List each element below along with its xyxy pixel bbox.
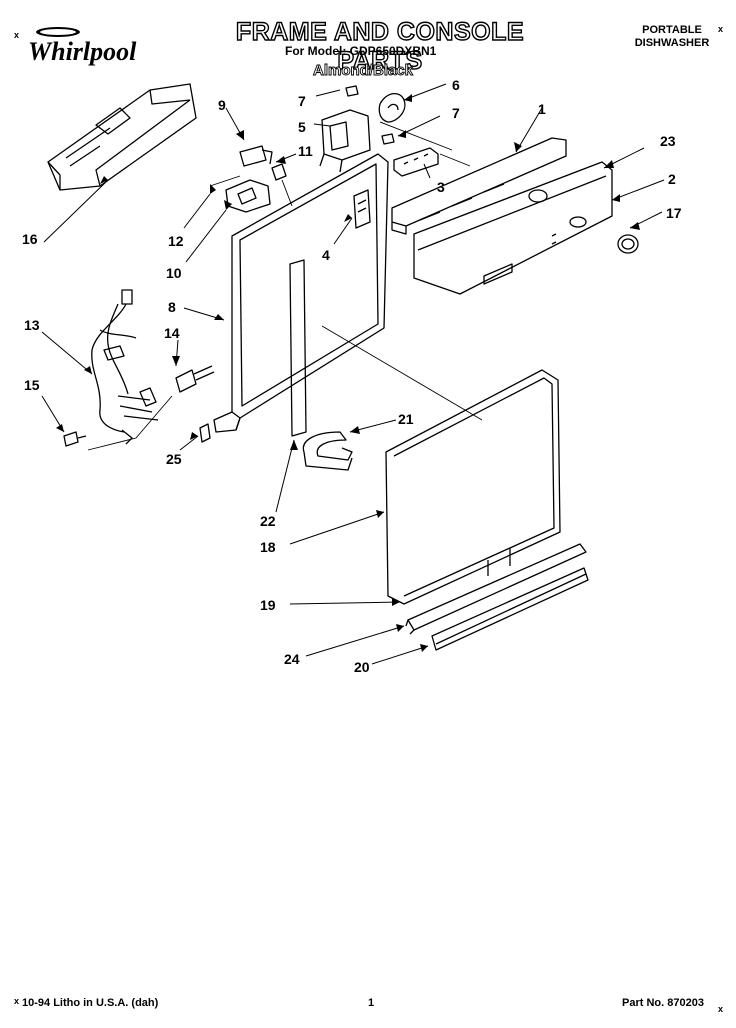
clip-part-25 [199,423,211,443]
leader-arrowheads [56,94,640,652]
callout-18: 18 [260,539,276,555]
door-panel-part [385,369,561,605]
callout-21: 21 [398,411,414,427]
corner-mark-top-right: x [718,24,724,34]
callout-22: 22 [260,513,276,529]
control-bracket-part [393,147,439,177]
corner-mark-bottom-right: x [718,1004,724,1014]
guide-lines [87,121,483,451]
callout-labels: 1 2 3 4 5 6 7 7 8 9 10 11 12 13 14 15 16… [22,77,682,675]
brand-logo-text: Whirlpool [28,37,137,66]
page-number: 1 [368,997,375,1009]
callout-2: 2 [668,171,676,187]
callout-10: 10 [166,265,182,281]
callout-8: 8 [168,299,176,315]
model-line: For Model: GDP650DXBN1 [285,44,437,58]
print-info: 10-94 Litho in U.S.A. (dah) [22,997,159,1009]
callout-16: 16 [22,231,38,247]
door-latch-part [353,189,371,229]
page-title: FRAME AND CONSOLE PARTS [235,17,525,75]
product-type-line2: DISHWASHER [634,37,710,49]
callout-7-upper: 7 [298,93,306,109]
part-number: Part No. 870203 [622,997,704,1009]
screw-part-15 [63,431,87,447]
callout-13: 13 [24,317,40,333]
callout-5: 5 [298,119,306,135]
callout-12: 12 [168,233,184,249]
callout-9: 9 [218,97,226,113]
kick-rail-part [431,567,589,651]
corner-mark-top-left: x [14,30,20,40]
control-panel-part [413,161,613,295]
console-cover-part [47,83,197,191]
callout-7-lower: 7 [452,105,460,121]
corner-mark-bottom-left: x [14,996,20,1006]
hinge-bracket-part [225,145,287,213]
product-type: PORTABLE DISHWASHER [622,24,722,50]
product-type-line1: PORTABLE [642,24,702,36]
console-panel-part [391,137,567,235]
callout-3: 3 [437,179,445,195]
wire-harness-part [91,289,159,445]
callout-1: 1 [538,101,546,117]
callout-23: 23 [660,133,676,149]
whirlpool-logo: Whirlpool [24,24,152,66]
door-handle-part [302,431,353,471]
callout-24: 24 [284,651,300,667]
callout-14: 14 [164,325,180,341]
callout-11: 11 [298,143,313,159]
switch-part [175,365,215,393]
control-knob-part [617,234,639,254]
trim-strip-part [289,259,307,437]
callout-4: 4 [322,247,330,263]
leader-lines [41,83,665,665]
callout-6: 6 [452,77,460,93]
door-frame-part [213,153,389,433]
color-variant: Almond/Black [313,62,414,80]
door-trim-part [405,543,587,635]
callout-19: 19 [260,597,276,613]
callout-15: 15 [24,377,40,393]
callout-20: 20 [354,659,370,675]
callout-17: 17 [666,205,682,221]
whirlpool-wordmark-icon: Whirlpool [28,27,137,66]
callout-25: 25 [166,451,182,467]
switch-assembly-part [319,85,406,173]
